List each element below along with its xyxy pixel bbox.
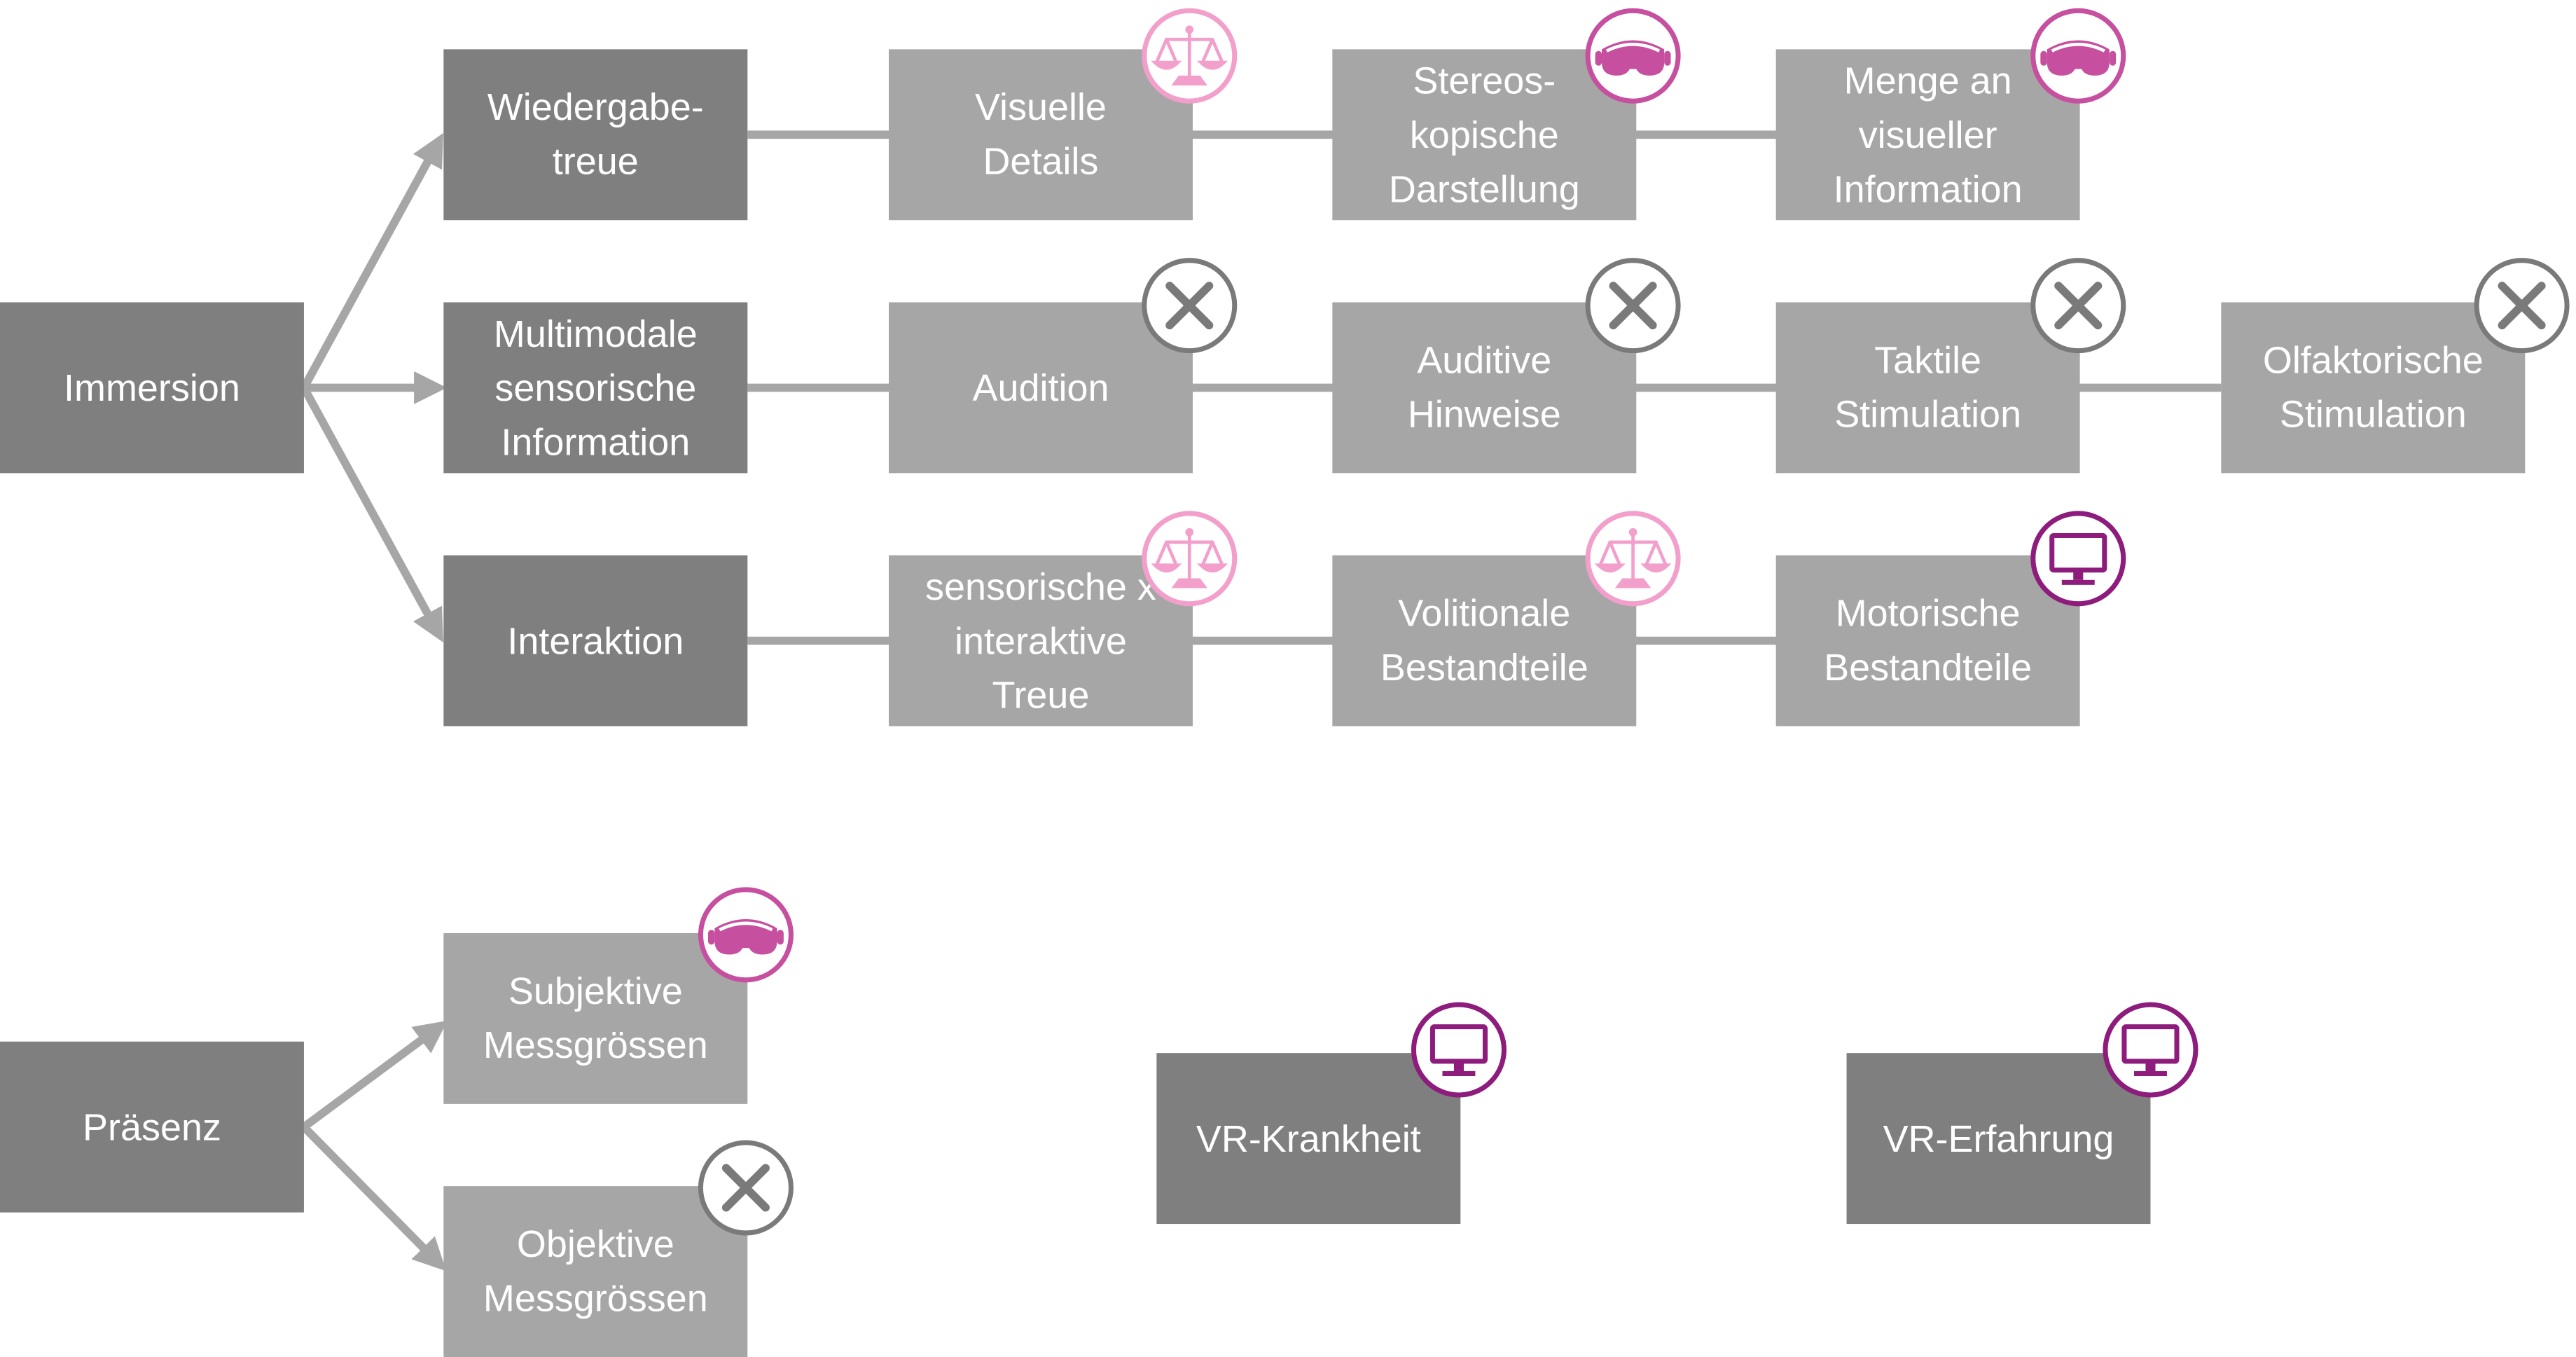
node-sensorische-interaktive-treue: sensorische x interaktive Treue	[889, 555, 1193, 726]
monitor-icon	[1411, 1002, 1507, 1098]
node-auditive-hinweise: Auditive Hinweise	[1332, 302, 1637, 474]
node-label: Interaktion	[507, 618, 684, 661]
node-immersion: Immersion	[0, 302, 304, 474]
node-praesenz: Präsenz	[0, 1041, 304, 1213]
node-label: Audition	[972, 365, 1109, 408]
arrow-immersion-to-wiedergabetreue	[300, 132, 443, 390]
node-interaktion: Interaktion	[443, 555, 748, 726]
node-label: Präsenz	[83, 1105, 221, 1148]
node-label: Subjektive Messgrössen	[483, 969, 708, 1066]
node-vr-erfahrung: VR-Erfahrung	[1846, 1053, 2151, 1225]
node-label: Menge an visueller Information	[1833, 58, 2023, 209]
node-label: Visuelle Details	[974, 85, 1107, 183]
node-wiedergabetreue: Wiedergabe- treue	[443, 49, 748, 221]
node-subjektive-messgroessen: Subjektive Messgrössen	[443, 932, 748, 1104]
node-label: Motorische Bestandteile	[1824, 591, 2033, 689]
cross-icon	[2474, 258, 2570, 354]
node-label: Taktile Stimulation	[1834, 338, 2022, 436]
node-audition: Audition	[889, 302, 1193, 474]
monitor-icon	[2103, 1002, 2198, 1098]
node-menge-visueller-information: Menge an visueller Information	[1775, 49, 2080, 221]
cross-icon	[1585, 258, 1681, 354]
arrow-immersion-to-interaktion	[300, 385, 443, 642]
node-label: Wiedergabe- treue	[487, 85, 704, 183]
arrow-praesenz-to-objektive	[300, 1124, 447, 1272]
scale-icon	[1142, 8, 1238, 104]
node-label: Objektive Messgrössen	[483, 1222, 708, 1320]
node-motorische-bestandteile: Motorische Bestandteile	[1775, 555, 2080, 726]
cross-icon	[1142, 258, 1238, 354]
node-multimodale-information: Multimodale sensorische Information	[443, 302, 748, 474]
node-taktile-stimulation: Taktile Stimulation	[1775, 302, 2080, 474]
node-volitionale-bestandteile: Volitionale Bestandteile	[1332, 555, 1637, 726]
node-label: Immersion	[64, 365, 240, 408]
scale-icon	[1585, 511, 1681, 607]
node-label: Olfaktorische Stimulation	[2262, 338, 2484, 436]
node-vr-krankheit: VR-Krankheit	[1156, 1053, 1461, 1225]
node-objektive-messgroessen: Objektive Messgrössen	[443, 1186, 748, 1357]
node-olfaktorische-stimulation: Olfaktorische Stimulation	[2221, 302, 2526, 474]
node-label: VR-Erfahrung	[1883, 1116, 2114, 1159]
node-label: sensorische x interaktive Treue	[925, 564, 1156, 716]
arrow-praesenz-to-subjektive	[301, 1020, 448, 1131]
monitor-icon	[2030, 511, 2126, 607]
node-stereoskopische-darstellung: Stereos- kopische Darstellung	[1332, 49, 1637, 221]
vr-headset-icon	[698, 887, 794, 983]
vr-headset-icon	[2030, 8, 2126, 104]
cross-icon	[698, 1140, 794, 1236]
cross-icon	[2030, 258, 2126, 354]
vr-headset-icon	[1585, 8, 1681, 104]
node-label: Volitionale Bestandteile	[1380, 591, 1588, 689]
node-label: Multimodale sensorische Information	[493, 311, 698, 463]
node-visuelle-details: Visuelle Details	[889, 49, 1193, 221]
node-label: Auditive Hinweise	[1407, 338, 1561, 436]
node-label: Stereos- kopische Darstellung	[1388, 58, 1580, 209]
scale-icon	[1142, 511, 1238, 607]
node-label: VR-Krankheit	[1196, 1116, 1421, 1159]
